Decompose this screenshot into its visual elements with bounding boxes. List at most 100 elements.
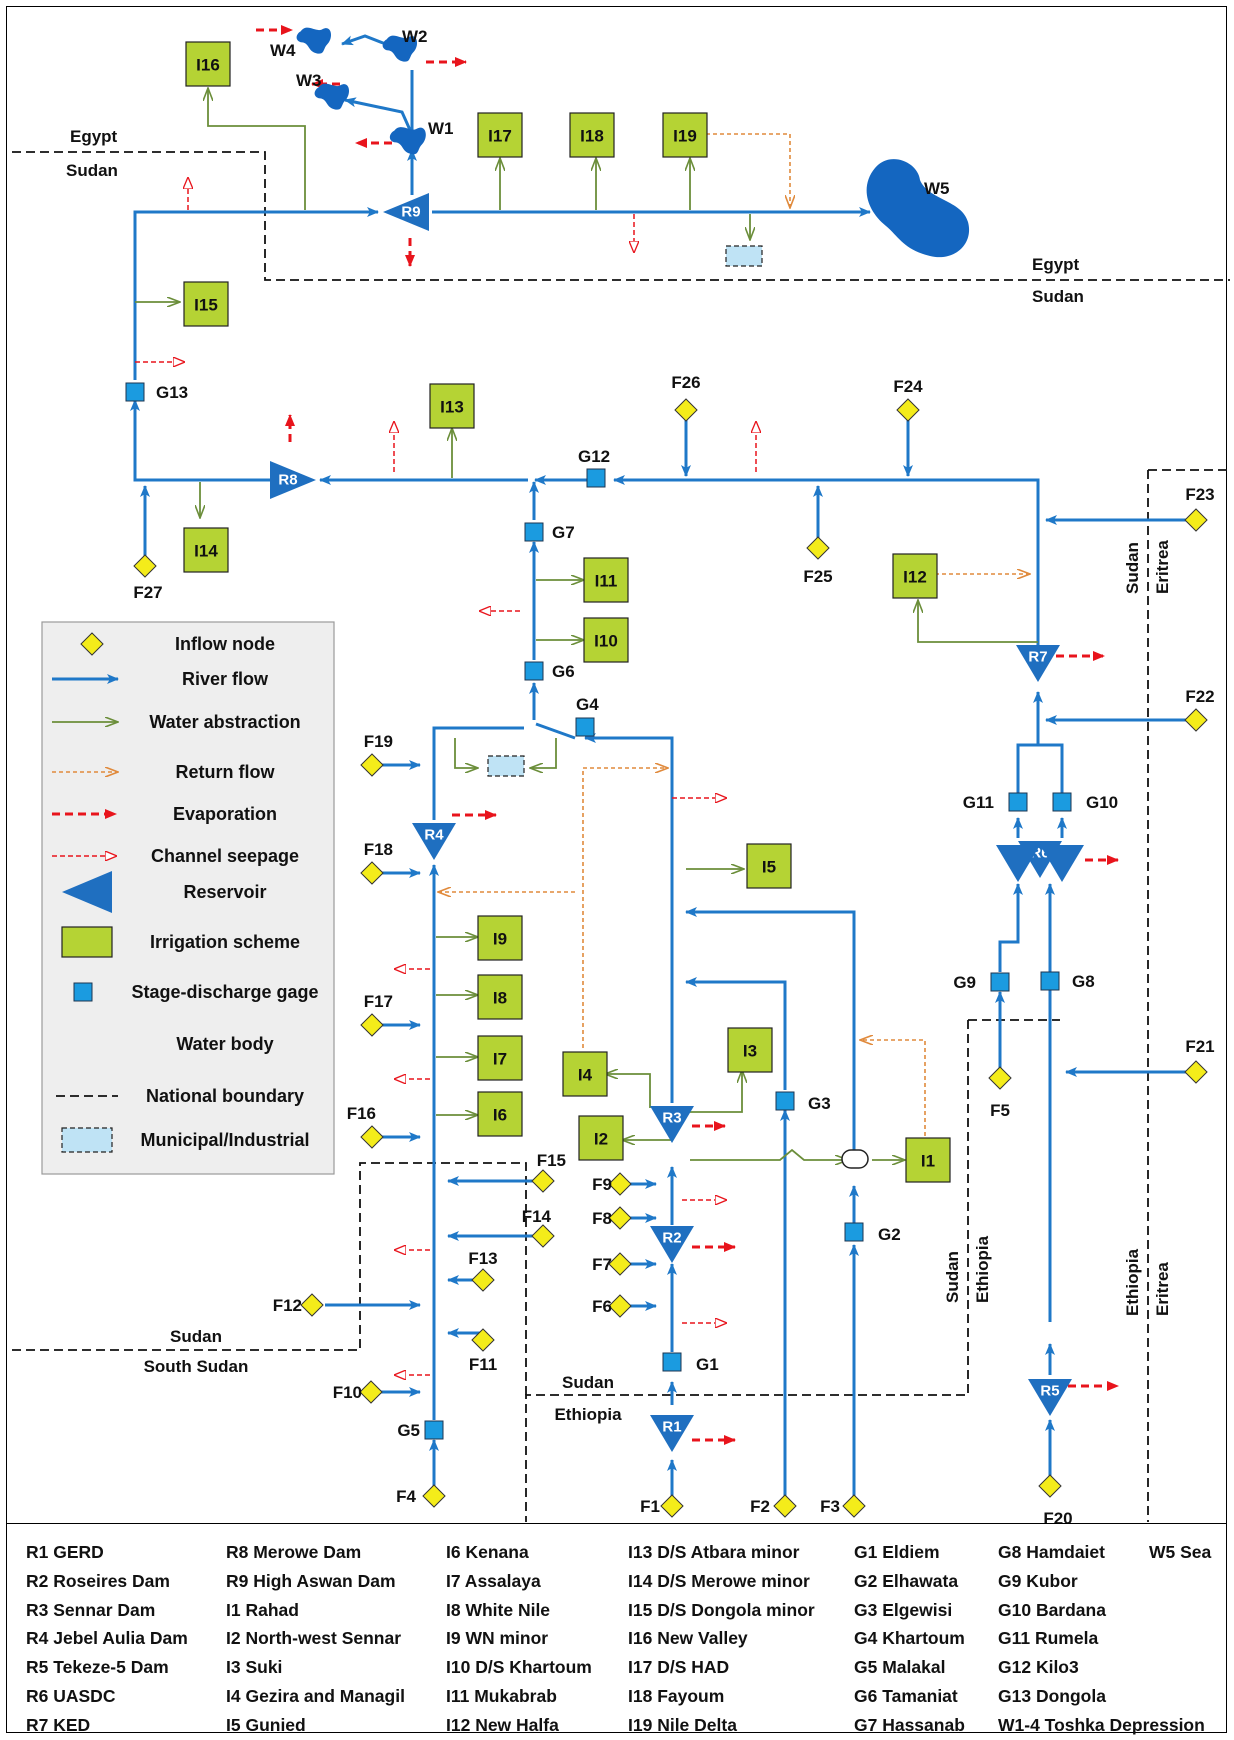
- inflow-label-f19: F19: [364, 732, 393, 751]
- gage-label-g12: G12: [578, 447, 610, 466]
- water-body-w2: [382, 35, 418, 62]
- gage-g5: [424, 1420, 444, 1440]
- inflow-node-f7: [608, 1252, 632, 1276]
- boundary-egypt-sudan: [12, 151, 1230, 281]
- key-entry: I1 Rahad: [226, 1599, 299, 1620]
- irrigation-scheme-i7: [477, 1035, 523, 1081]
- inflow-node-f20: [1038, 1474, 1062, 1498]
- reservoir-r8: [270, 461, 316, 499]
- gage-g2: [844, 1222, 864, 1242]
- key-entry: W1-4 Toshka Depression: [998, 1714, 1205, 1735]
- label-w2: W2: [402, 27, 428, 46]
- irrigation-label-i19: I19: [673, 127, 697, 146]
- legend-label-river: River flow: [182, 669, 269, 689]
- boundary-sudan-ethiopia: [525, 1020, 969, 1522]
- reservoir-r2: [650, 1226, 694, 1263]
- key-entry: I15 D/S Dongola minor: [628, 1599, 815, 1620]
- gage-g6: [524, 661, 544, 681]
- legend-label-inflow: Inflow node: [175, 634, 275, 654]
- label-sudan-left: Sudan: [66, 161, 118, 180]
- irrigation-label-i2: I2: [594, 1130, 608, 1149]
- inflow-label-f17: F17: [364, 992, 393, 1011]
- inflow-label-f27: F27: [133, 583, 162, 602]
- inflow-node-f25: [806, 536, 830, 560]
- label-sudan-eritrea-eritrea: Eritrea: [1153, 540, 1172, 594]
- inflow-node-f4: [422, 1484, 446, 1508]
- irrigation-scheme-i1: [905, 1137, 951, 1183]
- inflow-label-f11: F11: [469, 1355, 497, 1374]
- inflow-node-f13: [471, 1268, 495, 1292]
- key-entry: I18 Fayoum: [628, 1685, 725, 1706]
- key-entry: R7 KED: [26, 1714, 91, 1735]
- reservoir-label-r7: R7: [1028, 649, 1047, 666]
- inflow-node-f1: [660, 1494, 684, 1518]
- abstraction-i4: [605, 1074, 651, 1108]
- key-entry: R3 Sennar Dam: [26, 1599, 156, 1620]
- inflow-node-f11: [471, 1328, 495, 1352]
- gage-g9: [990, 972, 1010, 992]
- river-r7-g12: [613, 475, 1040, 645]
- reservoir-label-r9: R9: [401, 204, 420, 221]
- reservoir-r6-right-lobe: [1040, 845, 1084, 882]
- flow-crossing-oval: [841, 1149, 869, 1169]
- key-entry: G5 Malakal: [854, 1657, 946, 1678]
- legend-inflow-symbol: [80, 632, 104, 656]
- river-g3-bluenile: [685, 977, 787, 1090]
- irrigation-scheme-i5: [746, 843, 792, 889]
- key-entry: R6 UASDC: [26, 1685, 116, 1706]
- key-entry: I5 Gunied: [226, 1714, 306, 1735]
- key-entry: G9 Kubor: [998, 1570, 1078, 1591]
- irrigation-label-i11: I11: [595, 572, 618, 591]
- key-entry: I17 D/S HAD: [628, 1657, 730, 1678]
- gage-label-g13: G13: [156, 383, 188, 402]
- inflow-node-f2: [773, 1494, 797, 1518]
- inflow-label-f26: F26: [671, 373, 700, 392]
- irrigation-scheme-i3: [727, 1027, 773, 1073]
- key-entry: G8 Hamdaiet: [998, 1542, 1105, 1562]
- key-entry: R2 Roseires Dam: [26, 1570, 170, 1591]
- label-sudan-ethiopia-sudan: Sudan: [943, 1251, 962, 1303]
- gage-g12: [586, 468, 606, 488]
- inflow-label-f8: F8: [592, 1209, 612, 1228]
- gage-label-g10: G10: [1086, 793, 1118, 812]
- legend-label-municipal: Municipal/Industrial: [140, 1130, 309, 1150]
- key-entry: G10 Bardana: [998, 1599, 1106, 1620]
- inflow-node-f26: [674, 398, 698, 422]
- irrigation-label-i4: I4: [578, 1066, 593, 1085]
- legend-irrigation-symbol: [61, 926, 113, 958]
- reservoir-r4: [412, 823, 456, 860]
- label-w4: W4: [270, 41, 296, 60]
- inflow-node-f22: [1184, 708, 1208, 732]
- key-entry: I10 D/S Khartoum: [446, 1657, 592, 1678]
- inflow-node-f19: [360, 753, 384, 777]
- river-g13-r9: [133, 207, 379, 380]
- irrigation-label-i10: I10: [594, 632, 618, 651]
- key-entry: I4 Gezira and Managil: [226, 1685, 405, 1706]
- river-g10-merge: [1038, 743, 1064, 796]
- irrigation-label-i7: I7: [493, 1050, 507, 1069]
- inflow-label-f12: F12: [273, 1296, 302, 1315]
- key-entry: I12 New Halfa: [446, 1714, 559, 1735]
- irrigation-label-i9: I9: [493, 930, 507, 949]
- legend-label-return: Return flow: [176, 762, 276, 782]
- inflow-label-f25: F25: [803, 567, 832, 586]
- irrigation-scheme-i14: [183, 527, 229, 573]
- inflow-node-f9: [608, 1172, 632, 1196]
- label-w5: W5: [924, 179, 950, 198]
- inflow-node-f3: [842, 1494, 866, 1518]
- inflow-label-f1: F1: [640, 1497, 660, 1516]
- abstraction-i1-a: [690, 1148, 848, 1160]
- river-crossing-bluenile: [685, 907, 856, 1166]
- key-entry: G12 Kilo3: [998, 1657, 1079, 1678]
- key-entry: G6 Tamaniat: [854, 1685, 958, 1706]
- irrigation-scheme-i18: [569, 112, 615, 158]
- gage-label-g7: G7: [552, 523, 575, 542]
- key-entry: I6 Kenana: [446, 1542, 529, 1562]
- key-entry: I13 D/S Atbara minor: [628, 1542, 800, 1562]
- water-body-w1: [389, 127, 426, 155]
- inflow-node-f15: [531, 1169, 555, 1193]
- key-entry: G3 Elgewisi: [854, 1599, 953, 1620]
